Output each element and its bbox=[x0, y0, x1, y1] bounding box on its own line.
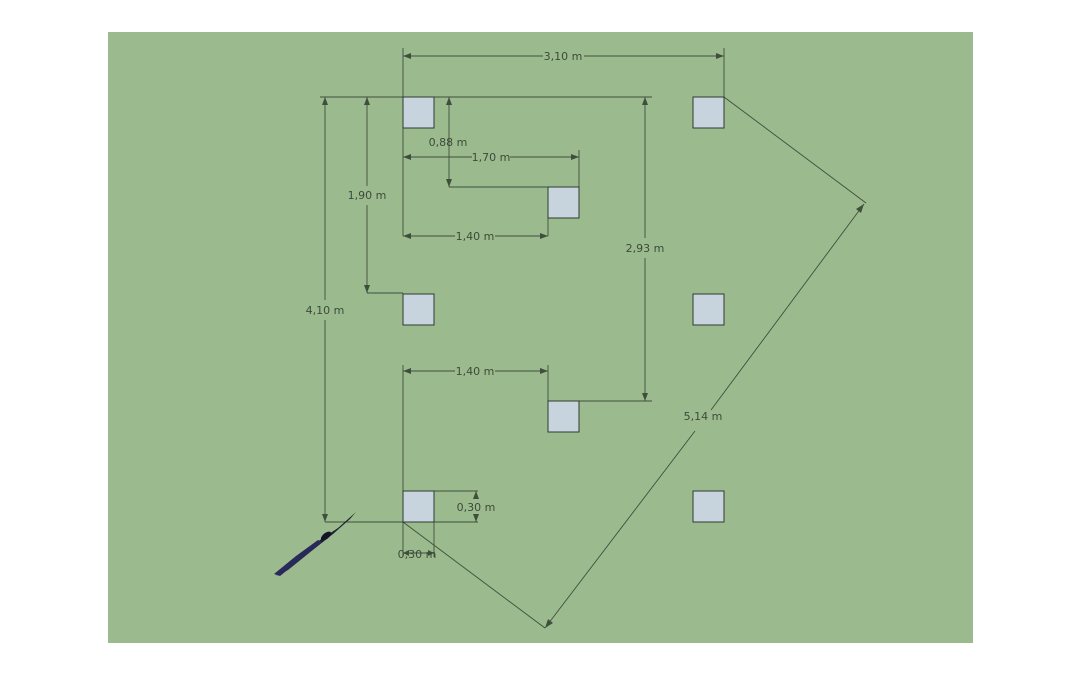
posts-group bbox=[402, 96, 725, 523]
label-lower-spacing: 1,40 m bbox=[456, 365, 495, 378]
label-top-width: 3,10 m bbox=[544, 50, 583, 63]
label-diagonal: 5,14 m bbox=[684, 410, 723, 423]
post-upper-middle bbox=[547, 186, 580, 219]
post-top-left bbox=[402, 96, 435, 129]
post-middle-right bbox=[692, 293, 725, 326]
post-lower-middle bbox=[547, 400, 580, 433]
person-figure bbox=[274, 512, 356, 576]
label-post-height: 0,30 m bbox=[457, 501, 496, 514]
label-upper-offset: 0,88 m bbox=[429, 136, 468, 149]
dimension-lines bbox=[320, 48, 867, 629]
label-total-height: 4,10 m bbox=[306, 304, 345, 317]
post-middle-left bbox=[402, 293, 435, 326]
label-post-width: 0,30 m bbox=[398, 548, 437, 561]
post-top-right bbox=[692, 96, 725, 129]
post-bottom-left bbox=[402, 490, 435, 523]
ground-area bbox=[108, 32, 973, 643]
label-left-partial-height: 1,90 m bbox=[348, 189, 387, 202]
label-upper-spacing: 1,40 m bbox=[456, 230, 495, 243]
dimension-labels: 3,10 m 0,88 m 1,70 m 1,40 m 1,90 m 4,10 … bbox=[306, 50, 723, 561]
label-upper-reach: 1,70 m bbox=[472, 151, 511, 164]
label-right-height: 2,93 m bbox=[626, 242, 665, 255]
post-bottom-right bbox=[692, 490, 725, 523]
